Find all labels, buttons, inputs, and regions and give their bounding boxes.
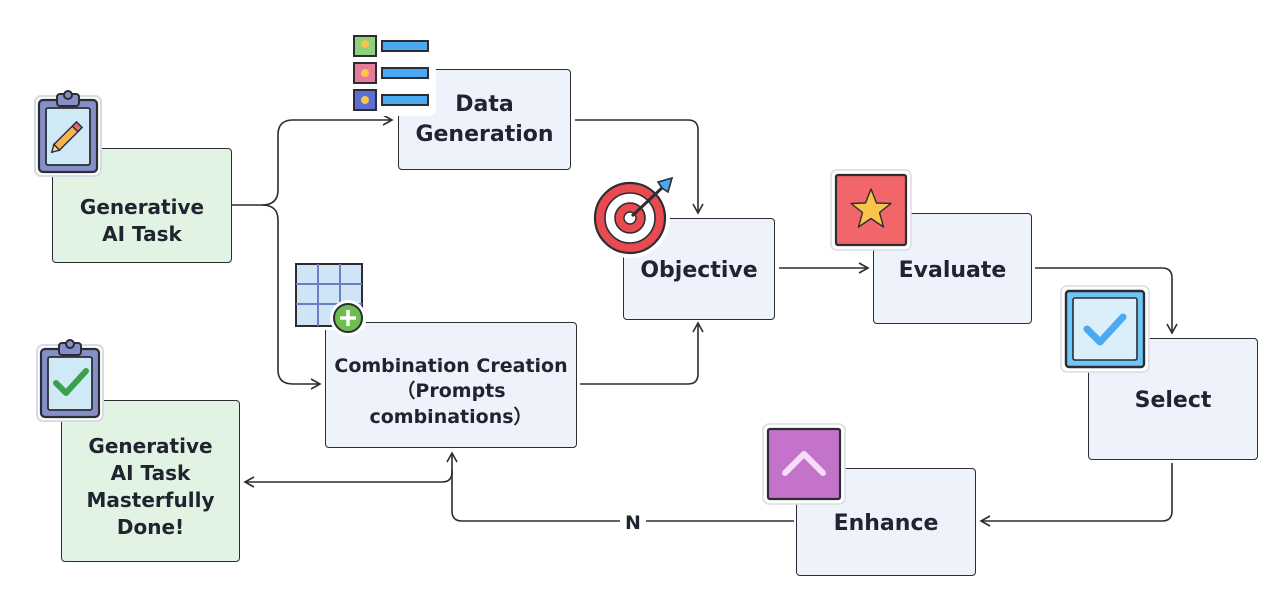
- table-add-icon: [292, 260, 366, 336]
- node-objective-label: Objective: [640, 258, 758, 284]
- checkbox-icon: [1060, 285, 1150, 373]
- chevron-up-icon: [762, 423, 846, 505]
- node-combination-creation: Combination Creation （Prompts combinatio…: [325, 322, 577, 448]
- node-data-generation-label: Data Generation: [415, 91, 554, 147]
- node-select-label: Select: [1134, 388, 1212, 414]
- node-evaluate-label: Evaluate: [898, 257, 1007, 283]
- clipboard-pencil-icon: [34, 90, 102, 177]
- edge-combination-to-objective: [580, 321, 704, 385]
- image-list-icon: [350, 32, 436, 116]
- edge-enhance-to-combination: [446, 451, 794, 522]
- edge-task-brace: [232, 114, 394, 206]
- node-generative-task-label: Generative AI Task: [79, 194, 205, 246]
- clipboard-check-icon: [36, 339, 104, 422]
- node-done: Generative AI Task Masterfully Done!: [61, 400, 240, 562]
- edge-evaluate-to-select: [1035, 267, 1178, 335]
- edge-combination-to-done: [243, 470, 453, 488]
- node-enhance-label: Enhance: [833, 511, 939, 537]
- edge-select-to-enhance: [979, 463, 1173, 527]
- edge-task-brace-lower: [261, 204, 322, 390]
- target-arrow-icon: [592, 176, 674, 258]
- node-done-label: Generative AI Task Masterfully Done!: [86, 434, 215, 539]
- node-combination-creation-label: Combination Creation （Prompts combinatio…: [334, 354, 568, 428]
- edge-data-to-objective: [575, 119, 704, 215]
- star-icon: [830, 169, 912, 251]
- edge-label-no: N: [620, 510, 646, 536]
